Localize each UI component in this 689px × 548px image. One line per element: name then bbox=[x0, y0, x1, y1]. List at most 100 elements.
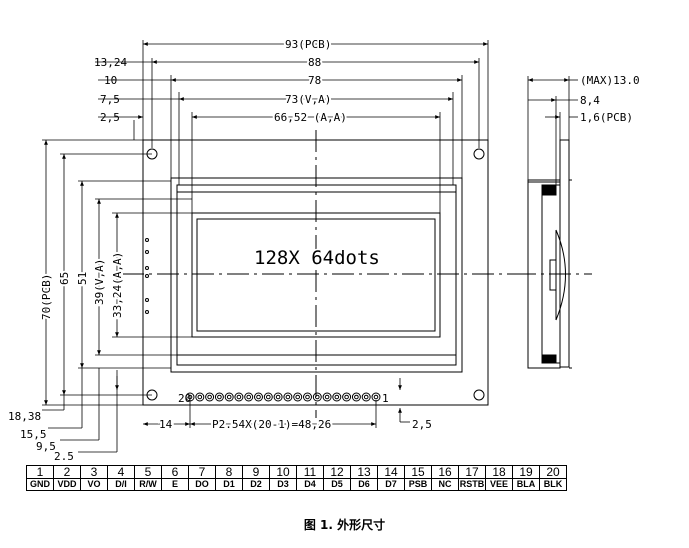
pin-name: VEE bbox=[485, 478, 513, 491]
dim-pcb-thickness: 1,6(PCB) bbox=[580, 111, 633, 124]
front-view bbox=[122, 130, 592, 418]
dim-bottom-9-5: 9,5 bbox=[36, 440, 56, 453]
pin-name: R/W bbox=[134, 478, 162, 491]
pin-hole bbox=[254, 392, 263, 402]
pin-hole bbox=[283, 392, 293, 402]
pin-number: 12 bbox=[323, 465, 351, 479]
dim-width-78: 78 bbox=[308, 74, 321, 87]
pin-number: 1 bbox=[26, 465, 54, 479]
pin-hole bbox=[332, 392, 342, 402]
side-view bbox=[527, 139, 572, 369]
dim-left-2-5: 2,5 bbox=[100, 111, 120, 124]
pin-hole bbox=[361, 392, 371, 402]
pin-number: 13 bbox=[350, 465, 378, 479]
mounting-hole-bottom-right bbox=[473, 389, 485, 401]
pin-hole-inner bbox=[207, 394, 212, 400]
dim-bottom-2-5: 2,5 bbox=[54, 450, 74, 460]
dim-left-13-24: 13,24 bbox=[94, 56, 127, 69]
figure-caption: 图 1. 外形尺寸 bbox=[303, 518, 386, 532]
pin-hole-inner bbox=[226, 394, 232, 400]
pin-number: 6 bbox=[161, 465, 189, 479]
pin-name: D4 bbox=[296, 478, 324, 491]
pin-name: GND bbox=[26, 478, 54, 491]
dim-bottom-18-38: 18,38 bbox=[8, 410, 41, 423]
pin-hole-inner bbox=[354, 394, 359, 400]
pin-hole-inner bbox=[295, 394, 301, 400]
pin-hole-inner bbox=[275, 394, 281, 400]
dim-height-65: 65 bbox=[58, 272, 71, 285]
pin-name: DO bbox=[188, 478, 216, 491]
pin-name: D/I bbox=[107, 478, 135, 491]
pin-name: D2 bbox=[242, 478, 270, 491]
dim-left-7-5: 7,5 bbox=[100, 93, 120, 106]
pin-number: 19 bbox=[512, 465, 540, 479]
pin-hole-inner bbox=[315, 394, 320, 400]
pin-name: NC bbox=[431, 478, 459, 491]
pin-number: 10 bbox=[269, 465, 297, 479]
pin-hole bbox=[263, 392, 273, 402]
pin-hole-inner bbox=[305, 394, 310, 400]
pin-hole-inner bbox=[266, 394, 271, 400]
pin-number: 20 bbox=[539, 465, 567, 479]
pin-name: PSB bbox=[404, 478, 432, 491]
pin-number: 16 bbox=[431, 465, 459, 479]
pin-hole-inner bbox=[197, 394, 203, 400]
pin-hole bbox=[205, 392, 215, 402]
pin-number: 14 bbox=[377, 465, 405, 479]
dim-va-width: 73(V,A) bbox=[285, 93, 331, 106]
pin-number: 17 bbox=[458, 465, 486, 479]
pin-hole-inner bbox=[373, 394, 379, 400]
dim-aa-width: 66,52 (A,A) bbox=[274, 111, 347, 124]
pin-hole bbox=[322, 392, 332, 402]
dim-aa-height: 33,24(A,A) bbox=[111, 252, 124, 318]
pin-label-first: 20 bbox=[178, 392, 191, 405]
pin-hole bbox=[214, 392, 224, 402]
dim-max-thickness: (MAX)13.0 bbox=[580, 74, 640, 87]
pin-name: D5 bbox=[323, 478, 351, 491]
dim-pcb-width: 93(PCB) bbox=[285, 38, 331, 51]
pin-hole bbox=[351, 392, 361, 402]
pin-name: RSTB bbox=[458, 478, 486, 491]
pin-number: 18 bbox=[485, 465, 513, 479]
pin-number: 8 bbox=[215, 465, 243, 479]
pin-number: 3 bbox=[80, 465, 108, 479]
pin-hole-inner bbox=[187, 394, 193, 400]
pin-hole bbox=[234, 392, 244, 402]
pin-number: 4 bbox=[107, 465, 135, 479]
pin-name: D7 bbox=[377, 478, 405, 491]
dim-pin-pitch: P2.54X(20-1)=48,26 bbox=[212, 418, 331, 431]
pin-hole-inner bbox=[236, 394, 242, 400]
pin-hole-inner bbox=[324, 394, 330, 400]
dim-pcb-height: 70(PCB) bbox=[40, 274, 53, 320]
pin-number: 9 bbox=[242, 465, 270, 479]
pin-number: 2 bbox=[53, 465, 81, 479]
pin-number: 5 bbox=[134, 465, 162, 479]
pin-hole bbox=[371, 392, 381, 402]
pin-name: VDD bbox=[53, 478, 81, 491]
pin-name: D1 bbox=[215, 478, 243, 491]
pin-hole-inner bbox=[285, 394, 291, 400]
pin-name: E bbox=[161, 478, 189, 491]
dim-pin-edge-2-5: 2,5 bbox=[412, 418, 432, 431]
dim-left-10: 10 bbox=[104, 74, 117, 87]
dim-width-88: 88 bbox=[308, 56, 321, 69]
pin-number: 11 bbox=[296, 465, 324, 479]
pin-hole bbox=[244, 392, 254, 402]
pin-hole bbox=[303, 392, 312, 402]
pin-number: 7 bbox=[188, 465, 216, 479]
pin-hole bbox=[293, 392, 303, 402]
pin-hole bbox=[273, 392, 283, 402]
pin-hole-inner bbox=[344, 394, 349, 400]
pin-header bbox=[185, 392, 381, 402]
pin-number: 15 bbox=[404, 465, 432, 479]
pin-label-last: 1 bbox=[382, 392, 389, 405]
pin-hole-inner bbox=[334, 394, 340, 400]
pin-hole-inner bbox=[217, 394, 222, 400]
dim-pin-offset-14: 14 bbox=[159, 418, 173, 431]
pin-hole bbox=[342, 392, 352, 402]
side-pcb bbox=[559, 139, 570, 368]
pin-hole bbox=[195, 392, 205, 402]
